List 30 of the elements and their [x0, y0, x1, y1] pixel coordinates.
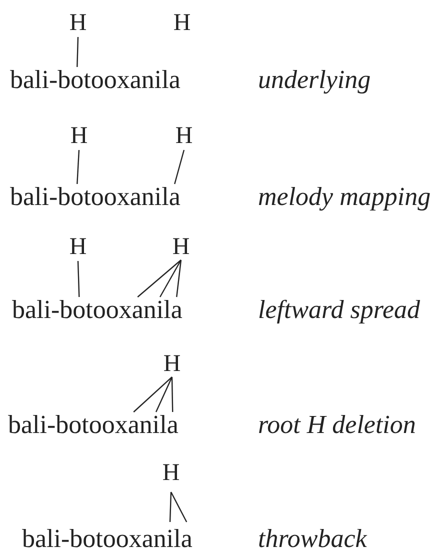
- association-line: [76, 150, 80, 184]
- tone-letter: H: [172, 235, 190, 259]
- association-line: [160, 260, 182, 298]
- word: bali-botooxanila: [10, 67, 180, 93]
- word: bali-botooxanila: [8, 412, 178, 438]
- association-line: [169, 492, 172, 522]
- tone-letter: H: [70, 124, 88, 148]
- association-line: [174, 150, 185, 184]
- association-line: [155, 376, 173, 412]
- tone-letter: H: [69, 11, 87, 35]
- association-line: [77, 260, 80, 298]
- word: bali-botooxanila: [10, 184, 180, 210]
- tone-letter: H: [163, 352, 181, 376]
- stage-label: root H deletion: [258, 412, 416, 438]
- stage-label: melody mapping: [258, 184, 431, 210]
- stage-label: throwback: [258, 526, 367, 552]
- tone-letter: H: [173, 11, 191, 35]
- association-line: [176, 260, 182, 298]
- stage-label: leftward spread: [258, 297, 420, 323]
- tone-letter: H: [162, 461, 180, 485]
- association-line: [137, 260, 182, 298]
- stage-label: underlying: [258, 67, 371, 93]
- word: bali-botooxanila: [12, 297, 182, 323]
- tone-letter: H: [69, 235, 87, 259]
- association-line: [170, 492, 188, 522]
- association-line: [171, 376, 174, 412]
- tone-letter: H: [175, 124, 193, 148]
- association-line: [76, 36, 79, 68]
- word: bali-botooxanila: [22, 526, 192, 552]
- association-line: [133, 376, 172, 412]
